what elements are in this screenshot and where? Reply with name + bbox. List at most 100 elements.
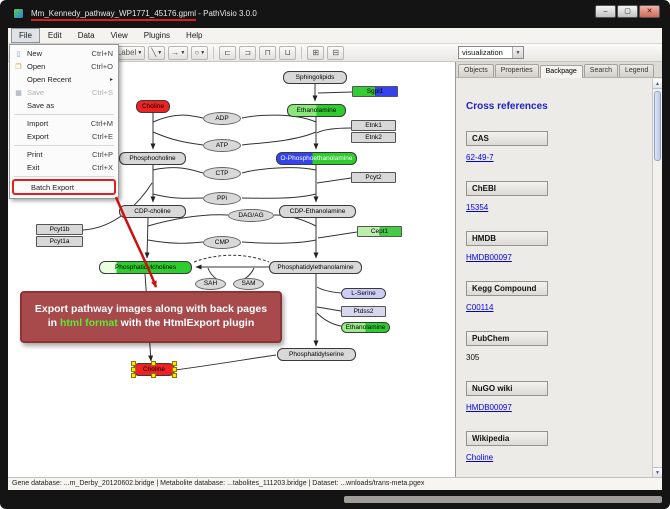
pathway-node-phosphatidylcholines[interactable]: Phosphatidylcholines [99, 261, 192, 274]
xref-section-hmdb: HMDBHMDB00097 [466, 228, 642, 262]
menu-item-shortcut: Ctrl+S [92, 88, 113, 97]
selection-handle[interactable] [172, 367, 177, 372]
selection-handle[interactable] [151, 373, 156, 378]
menu-plugins[interactable]: Plugins [136, 28, 178, 43]
pathway-node-choline[interactable]: Choline [133, 363, 175, 376]
menu-item-open[interactable]: ❐OpenCtrl+O [10, 60, 118, 73]
xref-link-nugo-wiki[interactable]: HMDB00097 [466, 403, 512, 412]
selection-handle[interactable] [172, 361, 177, 366]
selection-handle[interactable] [131, 373, 136, 378]
common-height-button[interactable]: ⊟ [327, 46, 344, 60]
pathway-node-etnk2[interactable]: Etnk2 [351, 132, 396, 143]
menu-data[interactable]: Data [70, 28, 103, 43]
align-top-icon: ⊓ [265, 48, 271, 57]
pathway-node-ethanolamine[interactable]: Ethanolamine [341, 322, 390, 333]
chevron-down-icon: ▼ [157, 50, 162, 56]
menu-item-import[interactable]: ImportCtrl+M [10, 117, 118, 130]
pathway-node-dag-ag[interactable]: DAG/AG [228, 209, 274, 222]
node-label: PPi [217, 195, 227, 202]
menu-item-open-recent[interactable]: Open Recent▸ [10, 73, 118, 86]
sidebar-scrollbar[interactable]: ▲ ▼ [652, 79, 662, 477]
menu-item-save[interactable]: ▦SaveCtrl+S [10, 86, 118, 99]
xref-link-kegg-compound[interactable]: C00114 [466, 303, 493, 312]
chevron-down-icon[interactable]: ▼ [512, 47, 523, 58]
pathway-node-ctp[interactable]: CTP [203, 167, 241, 180]
shape-tool-icon: ○ [194, 48, 199, 57]
pathway-node-cmp[interactable]: CMP [203, 236, 241, 249]
save-icon: ▦ [13, 89, 24, 97]
menu-edit[interactable]: Edit [40, 28, 70, 43]
xref-link-wikipedia[interactable]: Choline [466, 453, 493, 462]
scroll-up-icon[interactable]: ▲ [653, 79, 662, 89]
cross-references-heading: Cross references [466, 101, 642, 112]
shape-tool-button[interactable]: ○▼ [191, 46, 208, 60]
pathway-node-sah[interactable]: SAH [195, 278, 226, 290]
pathway-node-phosphatidylethanolamine[interactable]: Phosphatidylethanolamine [269, 261, 362, 274]
tab-legend[interactable]: Legend [619, 64, 654, 77]
backpage-panel: Cross references CAS62-49-7ChEBI15354HMD… [456, 79, 652, 477]
align-top-button[interactable]: ⊓ [259, 46, 276, 60]
selection-handle[interactable] [151, 361, 156, 366]
menu-item-batch-export[interactable]: Batch Export [12, 179, 116, 195]
maximize-button[interactable]: ▢ [617, 5, 638, 18]
align-bottom-icon: ⊔ [285, 48, 291, 57]
pathway-node-adp[interactable]: ADP [203, 112, 241, 125]
menu-item-exit[interactable]: ExitCtrl+X [10, 161, 118, 174]
selection-handle[interactable] [131, 367, 136, 372]
menu-item-new[interactable]: ▯NewCtrl+N [10, 47, 118, 60]
tab-search[interactable]: Search [584, 64, 618, 77]
tab-objects[interactable]: Objects [458, 64, 494, 77]
pathway-node-choline[interactable]: Choline [136, 100, 170, 113]
xref-link-hmdb[interactable]: HMDB00097 [466, 253, 512, 262]
tab-backpage[interactable]: Backpage [540, 65, 583, 78]
pathway-node-pcyt1b[interactable]: Pcyt1b [36, 224, 83, 235]
visualization-combo[interactable]: visualization ▼ [458, 46, 524, 59]
node-label: Etnk1 [365, 122, 382, 129]
scrollbar-thumb[interactable] [654, 91, 661, 161]
pathway-node-etnk1[interactable]: Etnk1 [351, 120, 396, 131]
pathway-node-pcyt1a[interactable]: Pcyt1a [36, 236, 83, 247]
common-width-button[interactable]: ⊞ [307, 46, 324, 60]
pathway-node-l-serine[interactable]: L-Serine [341, 288, 386, 299]
selection-handle[interactable] [131, 361, 136, 366]
selection-handle[interactable] [172, 373, 177, 378]
pathway-node-pcyt2[interactable]: Pcyt2 [351, 172, 396, 183]
close-button[interactable]: ✕ [639, 5, 660, 18]
pathway-node-cept1[interactable]: Cept1 [357, 226, 402, 237]
scroll-down-icon[interactable]: ▼ [653, 467, 662, 477]
align-left-button[interactable]: ⊏ [219, 46, 236, 60]
pathway-node-cdp-choline[interactable]: CDP-choline [119, 205, 186, 218]
interaction-tool-button[interactable]: →▼ [168, 46, 188, 60]
chevron-down-icon: ▼ [200, 50, 205, 56]
menu-item-shortcut: Ctrl+O [91, 62, 113, 71]
menu-help[interactable]: Help [178, 28, 210, 43]
pathway-node-sam[interactable]: SAM [233, 278, 264, 290]
menu-file[interactable]: File [11, 28, 40, 43]
menu-item-label: Save as [27, 101, 54, 110]
align-right-button[interactable]: ⊐ [239, 46, 256, 60]
menu-item-print[interactable]: PrintCtrl+P [10, 148, 118, 161]
pathway-node-atp[interactable]: ATP [203, 139, 241, 152]
line-tool-button[interactable]: ╲▼ [148, 46, 165, 60]
pathway-node-sphingolipids[interactable]: Sphingolipids [283, 71, 347, 84]
toolbar-separator [301, 47, 302, 59]
chevron-down-icon: ▼ [137, 50, 142, 56]
menu-item-export[interactable]: ExportCtrl+E [10, 130, 118, 143]
xref-link-cas[interactable]: 62-49-7 [466, 153, 494, 162]
menu-view[interactable]: View [103, 28, 136, 43]
pathway-node-phosphatidylserine[interactable]: Phosphatidylserine [277, 348, 356, 361]
pathway-node-cdp-ethanolamine[interactable]: CDP-Ethanolamine [279, 205, 356, 218]
pathway-node-ethanolamine[interactable]: Ethanolamine [287, 104, 346, 117]
tab-properties[interactable]: Properties [495, 64, 539, 77]
align-bottom-button[interactable]: ⊔ [279, 46, 296, 60]
pathway-node-sgpl1[interactable]: Sgpl1 [352, 86, 398, 97]
menu-item-save-as[interactable]: Save as [10, 99, 118, 112]
xref-header-kegg-compound: Kegg Compound [466, 281, 548, 296]
xref-link-chebi[interactable]: 15354 [466, 203, 488, 212]
minimize-button[interactable]: – [595, 5, 616, 18]
pathway-node-ppi[interactable]: PPi [203, 192, 241, 205]
menu-separator [14, 176, 114, 177]
pathway-node-ptdss2[interactable]: Ptdss2 [341, 306, 386, 317]
pathway-node-phosphocholine[interactable]: Phosphocholine [119, 152, 186, 165]
pathway-node-o-phosphoethanolamine[interactable]: O-Phosphoethanolamine [276, 152, 357, 165]
